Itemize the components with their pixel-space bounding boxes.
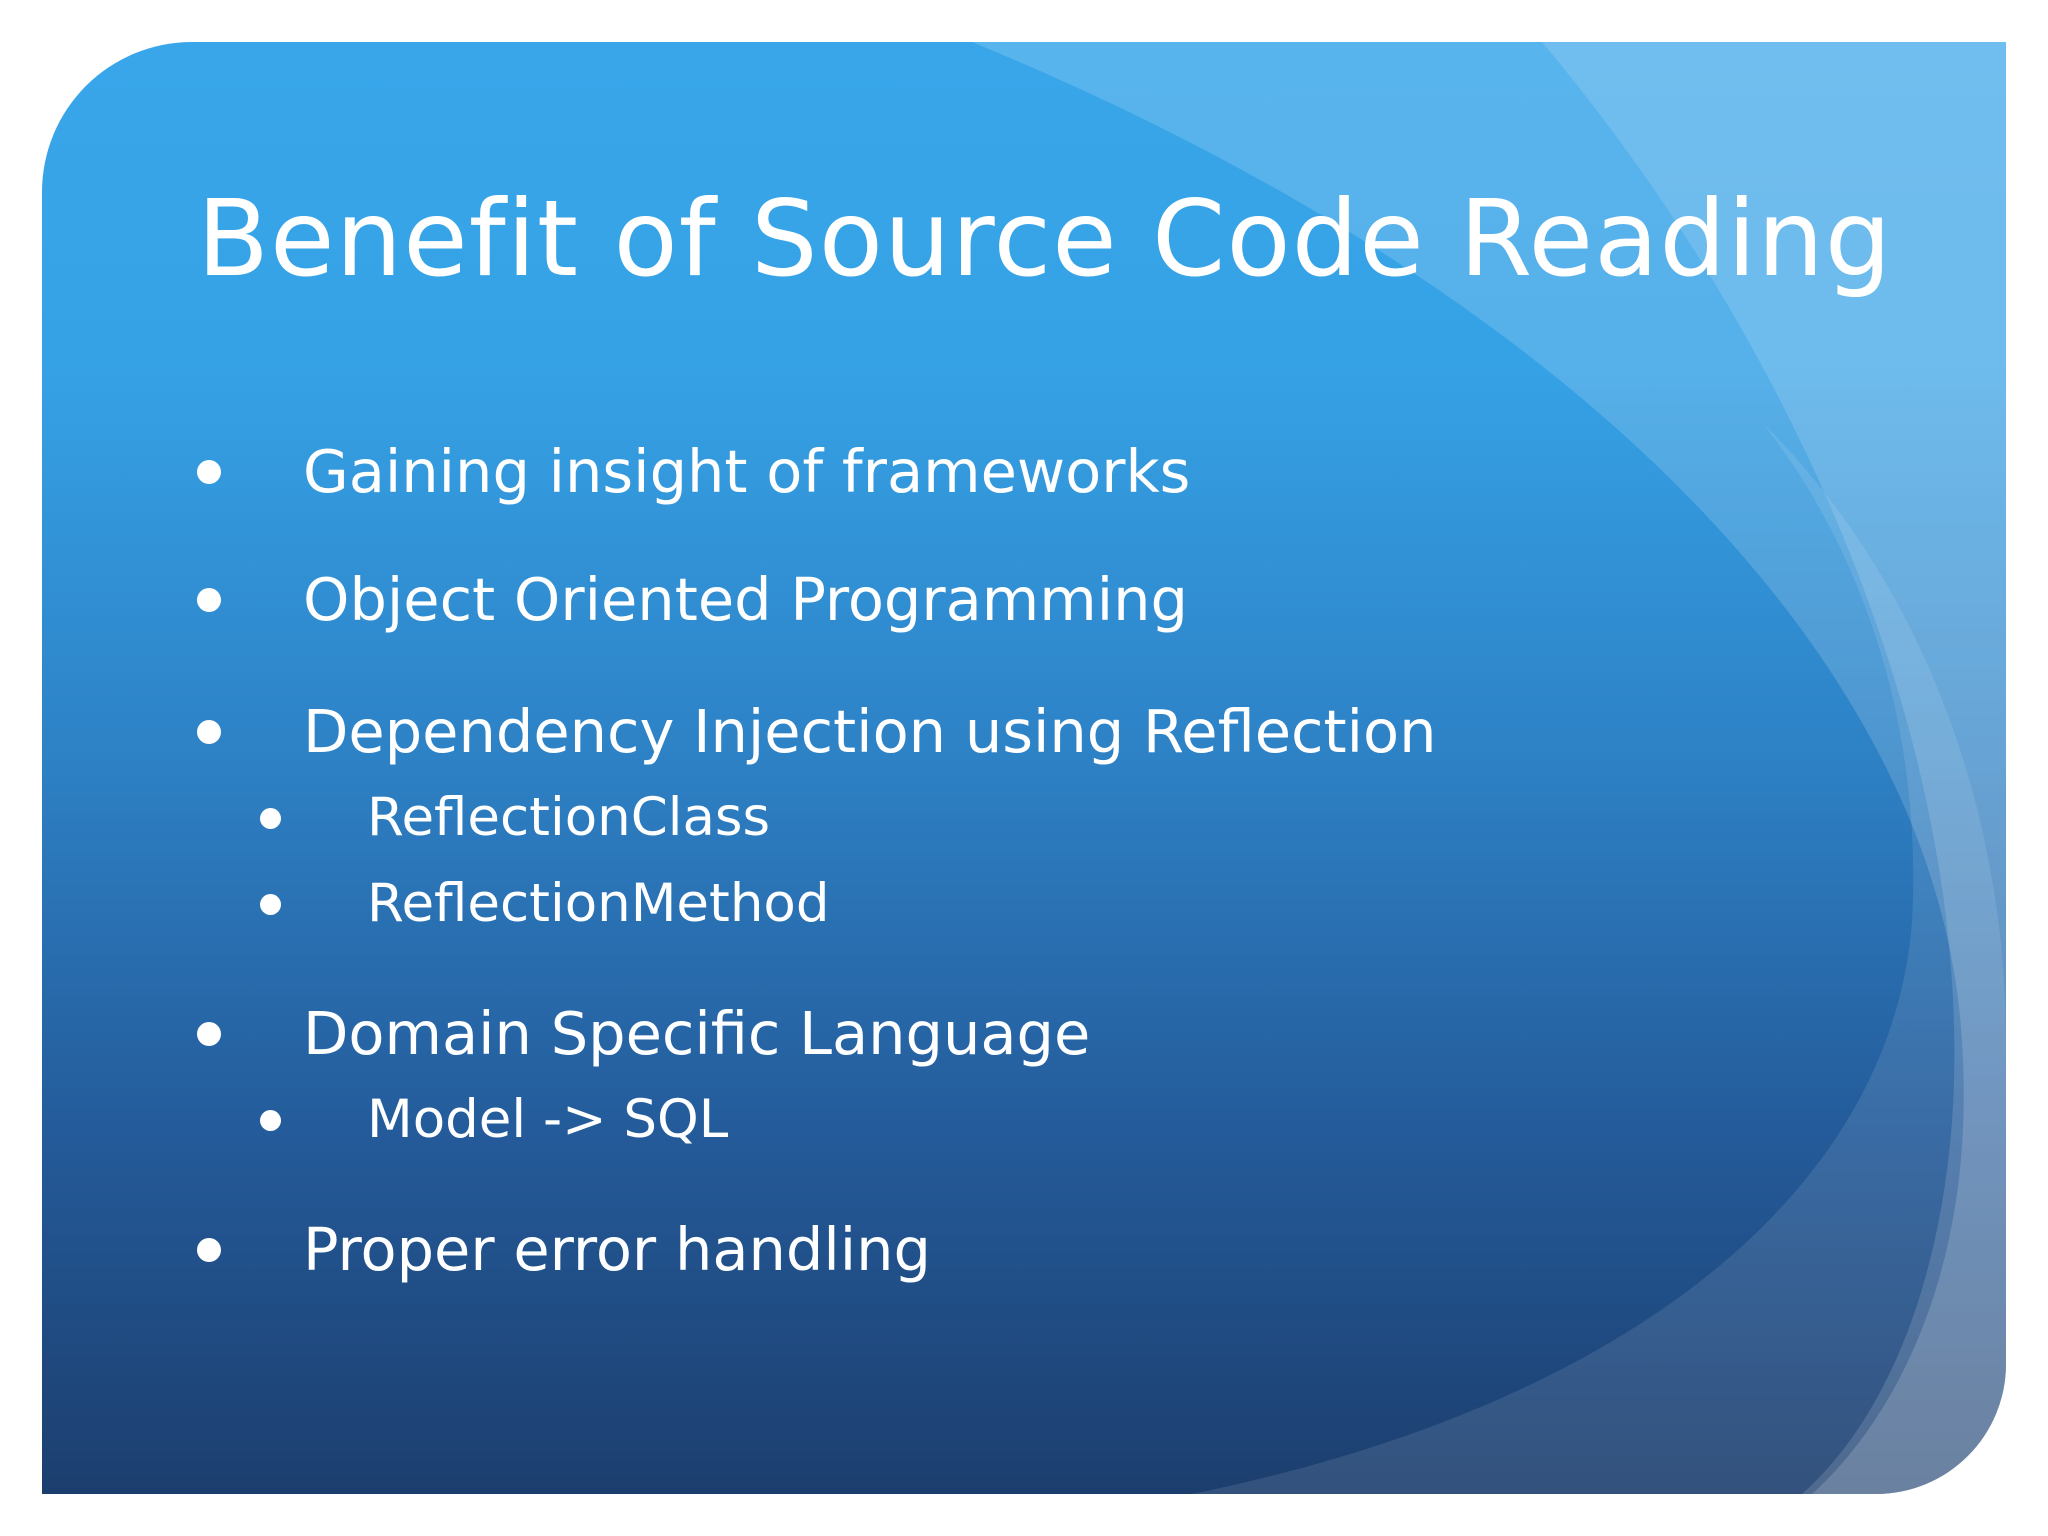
sub-bullet-dot-icon: [260, 894, 281, 915]
bullet-dot-icon: [197, 720, 221, 744]
bullet-dot-icon: [197, 588, 221, 612]
bullet-dot-icon: [197, 1238, 221, 1262]
sub-bullet-text: ReflectionMethod: [367, 873, 830, 934]
sub-bullet-item: ReflectionMethod: [197, 868, 1437, 940]
bullet-item: Proper error handling: [197, 1210, 1437, 1290]
sub-bullet-text: Model -> SQL: [367, 1089, 729, 1150]
bullet-item: Gaining insight of frameworks: [197, 432, 1437, 512]
slide-title: Benefit of Source Code Reading: [197, 178, 1893, 300]
bullet-text: Object Oriented Programming: [303, 565, 1188, 634]
bullet-dot-icon: [197, 1022, 221, 1046]
bullet-item: Domain Specific Language: [197, 994, 1437, 1074]
sub-bullet-dot-icon: [260, 1110, 281, 1131]
bullet-text: Dependency Injection using Reflection: [303, 697, 1437, 766]
bullet-item: Object Oriented Programming: [197, 560, 1437, 640]
sub-bullet-item: Model -> SQL: [197, 1084, 1437, 1156]
sub-bullet-item: ReflectionClass: [197, 782, 1437, 854]
decorative-swoosh: [972, 42, 2006, 1494]
sub-bullet-dot-icon: [260, 808, 281, 829]
bullet-list: Gaining insight of frameworks Object Ori…: [197, 432, 1437, 1290]
bullet-dot-icon: [197, 460, 221, 484]
bullet-item: Dependency Injection using Reflection: [197, 692, 1437, 772]
bullet-text: Domain Specific Language: [303, 999, 1091, 1068]
sub-bullet-text: ReflectionClass: [367, 787, 771, 848]
bullet-text: Proper error handling: [303, 1215, 931, 1284]
bullet-text: Gaining insight of frameworks: [303, 437, 1191, 506]
slide: Benefit of Source Code Reading Gaining i…: [42, 42, 2006, 1494]
